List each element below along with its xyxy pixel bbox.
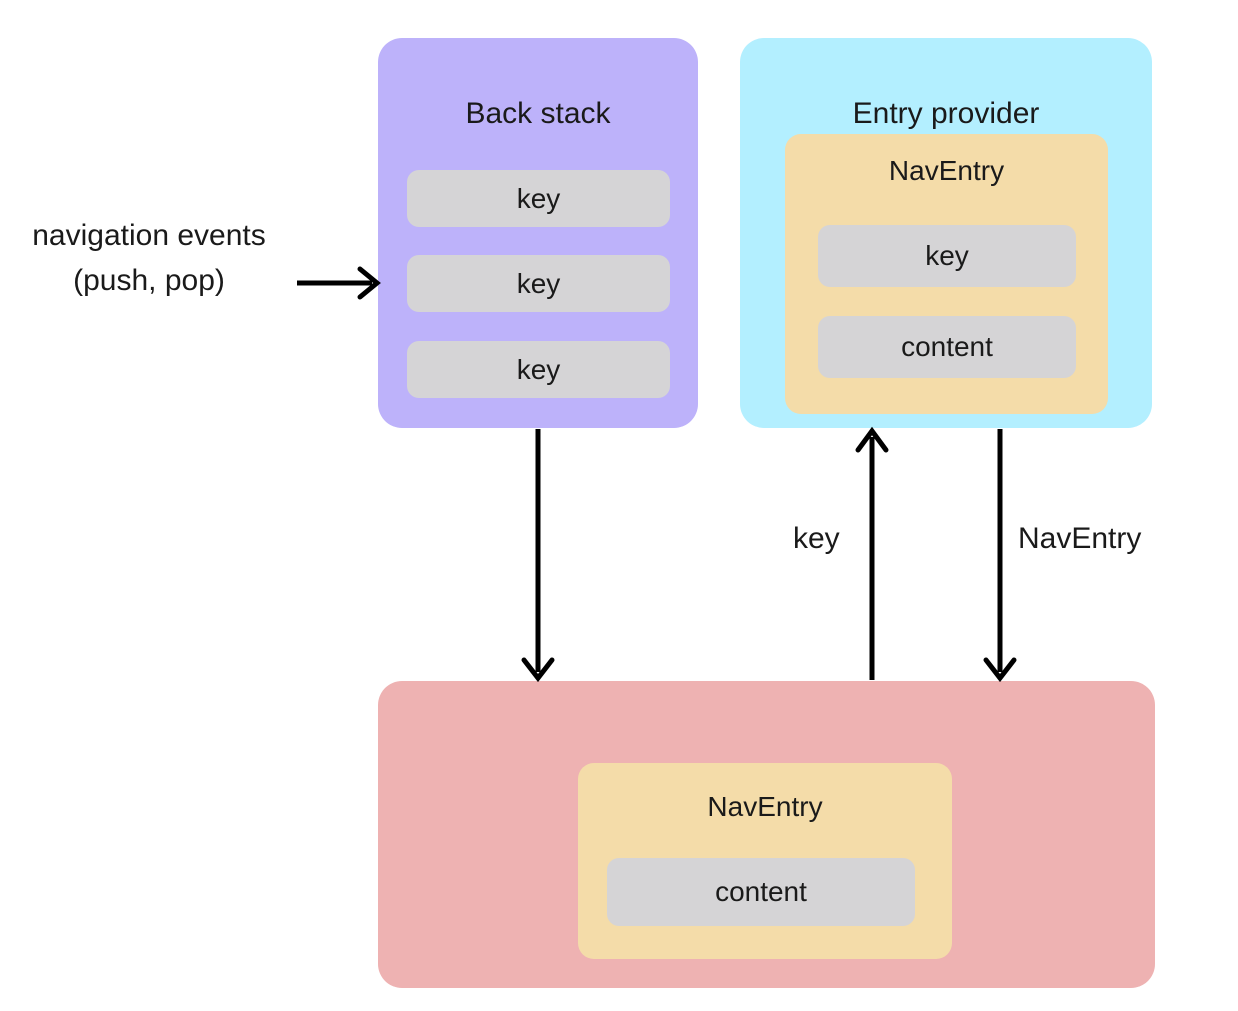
nav-display-content-pill: content bbox=[607, 858, 915, 926]
back-stack-key-pill: key bbox=[407, 255, 670, 312]
back-stack-key-pill: key bbox=[407, 341, 670, 398]
entry-provider-to-nav-display-arrow bbox=[983, 429, 1017, 683]
entry-provider-title: Entry provider bbox=[852, 97, 1040, 130]
back-stack-key-pill: key bbox=[407, 170, 670, 227]
nav-entry-flow-label: NavEntry bbox=[1018, 522, 1142, 555]
navigation-events-label: navigation events (push, pop) bbox=[14, 213, 284, 303]
key-flow-label: key bbox=[793, 522, 840, 555]
navigation-events-label-line-2: (push, pop) bbox=[73, 264, 225, 297]
back-stack-to-nav-display-arrow bbox=[521, 429, 555, 683]
navigation-events-label-line-1: navigation events bbox=[32, 219, 266, 252]
entry-provider-content-pill: content bbox=[818, 316, 1076, 378]
nav-display-to-entry-provider-arrow bbox=[855, 426, 889, 680]
entry-provider-nav-entry-title: NavEntry bbox=[888, 155, 1005, 186]
nav-display-nav-entry-title: NavEntry bbox=[707, 791, 823, 822]
back-stack-title: Back stack bbox=[465, 97, 611, 130]
entry-provider-key-pill: key bbox=[818, 225, 1076, 287]
navigation-events-arrow bbox=[297, 266, 381, 300]
